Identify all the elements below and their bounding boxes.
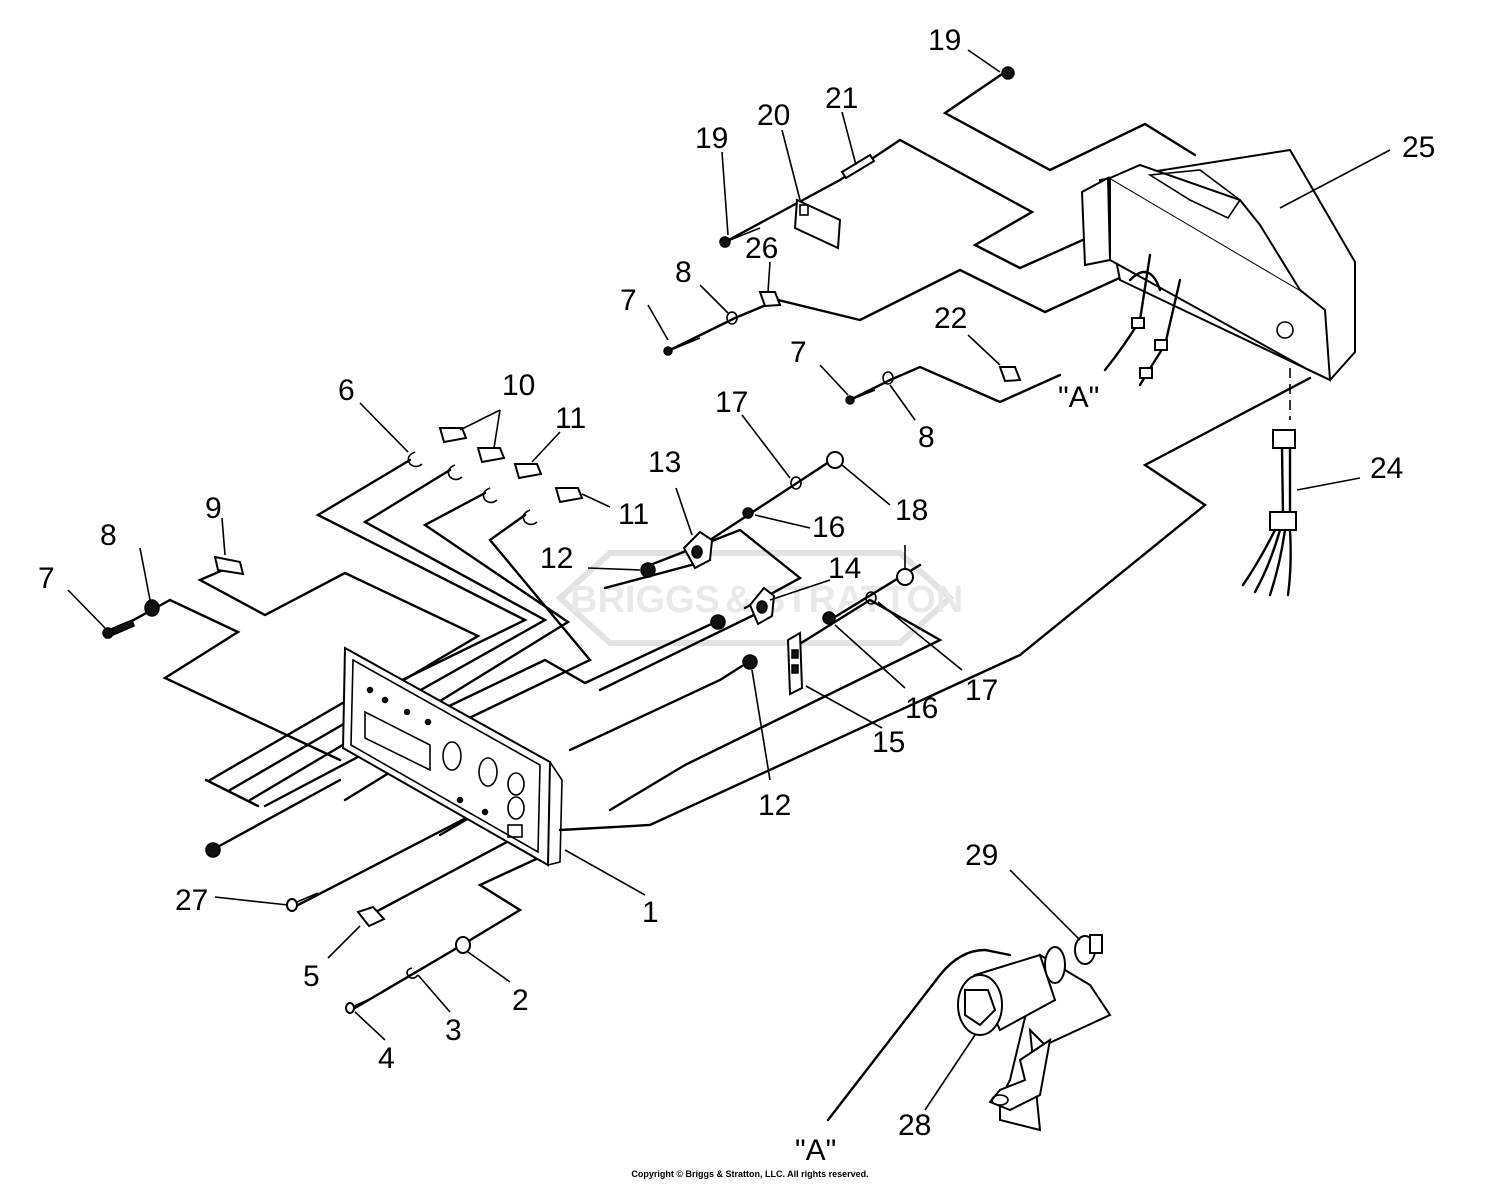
callout-8-middle: 8 [918, 421, 935, 454]
callout-19-left: 19 [695, 122, 728, 155]
callout-16-upper: 16 [812, 511, 845, 544]
callout-17-lower: 17 [965, 674, 998, 707]
callout-21: 21 [825, 82, 858, 115]
callout-26: 26 [745, 232, 778, 265]
watermark-brand-amp: & [725, 579, 752, 621]
callout-15: 15 [872, 726, 905, 759]
upper-parts [663, 66, 1022, 405]
callout-7-middle: 7 [790, 336, 807, 369]
callout-19-top: 19 [928, 24, 961, 57]
callout-4: 4 [378, 1042, 395, 1075]
explode-lines [108, 70, 1312, 1010]
callout-12-upper: 12 [540, 542, 573, 575]
callout-ref-a-solenoid: "A" [795, 1134, 836, 1167]
callout-29: 29 [965, 839, 998, 872]
callout-7-upper: 7 [620, 284, 637, 317]
callout-24: 24 [1370, 452, 1403, 485]
callout-14: 14 [828, 552, 861, 585]
small-parts [102, 427, 914, 1014]
callout-12-lower: 12 [758, 789, 791, 822]
callout-6: 6 [338, 374, 355, 407]
callout-9: 9 [205, 492, 222, 525]
callout-20: 20 [757, 99, 790, 132]
leader-lines [67, 49, 1391, 1111]
callout-28: 28 [898, 1109, 931, 1142]
callout-10: 10 [502, 369, 535, 402]
wire-harness [1241, 429, 1297, 597]
callout-3: 3 [445, 1014, 462, 1047]
callout-17-upper: 17 [715, 386, 748, 419]
callout-ref-a-box: "A" [1058, 381, 1099, 414]
part-callouts: 19 19 20 21 25 26 8 7 22 7 8 "A" 24 6 10… [38, 24, 1435, 1167]
callout-22: 22 [934, 302, 967, 335]
callout-13: 13 [648, 446, 681, 479]
callout-11-lower: 11 [618, 498, 649, 531]
callout-16-lower: 16 [905, 692, 938, 725]
control-panel [341, 646, 563, 867]
callout-8-upper: 8 [675, 256, 692, 289]
callout-27: 27 [175, 884, 208, 917]
callout-5: 5 [303, 960, 320, 993]
callout-7-left: 7 [38, 562, 55, 595]
control-box [1080, 148, 1356, 387]
starter-solenoid [826, 934, 1112, 1132]
callout-1: 1 [642, 896, 659, 929]
callout-2: 2 [512, 984, 529, 1017]
callout-25: 25 [1402, 131, 1435, 164]
callout-11-upper: 11 [555, 402, 586, 435]
callout-8-left: 8 [100, 519, 117, 552]
watermark-brand-left: BRIGGS [570, 579, 720, 621]
copyright-notice: Copyright © Briggs & Stratton, LLC. All … [631, 1169, 869, 1179]
callout-18: 18 [895, 494, 928, 527]
